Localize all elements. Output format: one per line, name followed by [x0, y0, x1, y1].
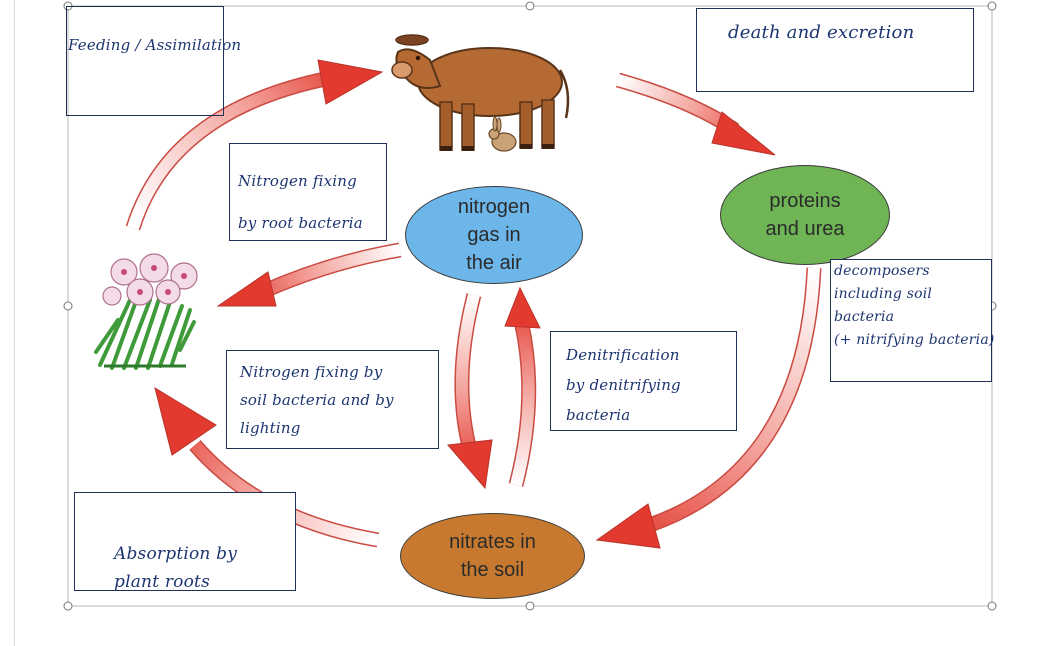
resize-handle[interactable] [63, 601, 73, 611]
resize-handle[interactable] [987, 601, 997, 611]
root-bacteria-box[interactable] [229, 143, 387, 241]
nitrates-soil-node: nitrates in the soil [400, 513, 585, 599]
soil-bacteria-box[interactable] [226, 350, 439, 449]
arrow-animal-to-proteins [615, 72, 776, 156]
arrow-proteins-to-nitrates [595, 267, 822, 549]
feeding-box[interactable] [66, 6, 224, 116]
resize-handle[interactable] [525, 1, 535, 11]
nitrogen-gas-label: nitrogen gas in the air [457, 196, 531, 274]
resize-handle[interactable] [987, 1, 997, 11]
soil-bacteria-annotation: Nitrogen fixing by soil bacteria and by … [240, 363, 394, 437]
arrow-gas-to-plant [216, 242, 402, 307]
rabbit-icon [488, 116, 517, 152]
nitrogen-gas-node: nitrogen gas in the air [405, 186, 583, 284]
absorption-box[interactable] [74, 492, 296, 591]
absorption-annotation: Absorption by plant roots [114, 544, 238, 592]
decomposers-annotation: decomposers including soil bacteria (+ n… [834, 263, 995, 348]
cow-icon [391, 34, 570, 151]
resize-handle[interactable] [525, 601, 535, 611]
denitrification-annotation: Denitrification by denitrifying bacteria [566, 346, 681, 424]
decomposers-box[interactable] [830, 259, 992, 382]
death-annotation: death and excretion [728, 22, 915, 43]
flower-plant-icon [94, 253, 198, 370]
canvas-edge-line [14, 0, 15, 646]
denitrification-box[interactable] [550, 331, 737, 431]
arrow-gas-to-nitrates [447, 293, 493, 490]
resize-handle[interactable] [63, 301, 73, 311]
arrow-nitrates-to-gas [504, 286, 541, 487]
proteins-urea-label: proteins and urea [765, 190, 845, 240]
death-box[interactable] [696, 8, 974, 92]
proteins-urea-node: proteins and urea [720, 165, 890, 265]
feeding-annotation: Feeding / Assimilation [68, 36, 242, 54]
nitrates-soil-label: nitrates in the soil [449, 531, 536, 581]
arrow-plant-to-animal [125, 59, 384, 231]
root-bacteria-annotation: Nitrogen fixing by root bacteria [238, 172, 363, 232]
